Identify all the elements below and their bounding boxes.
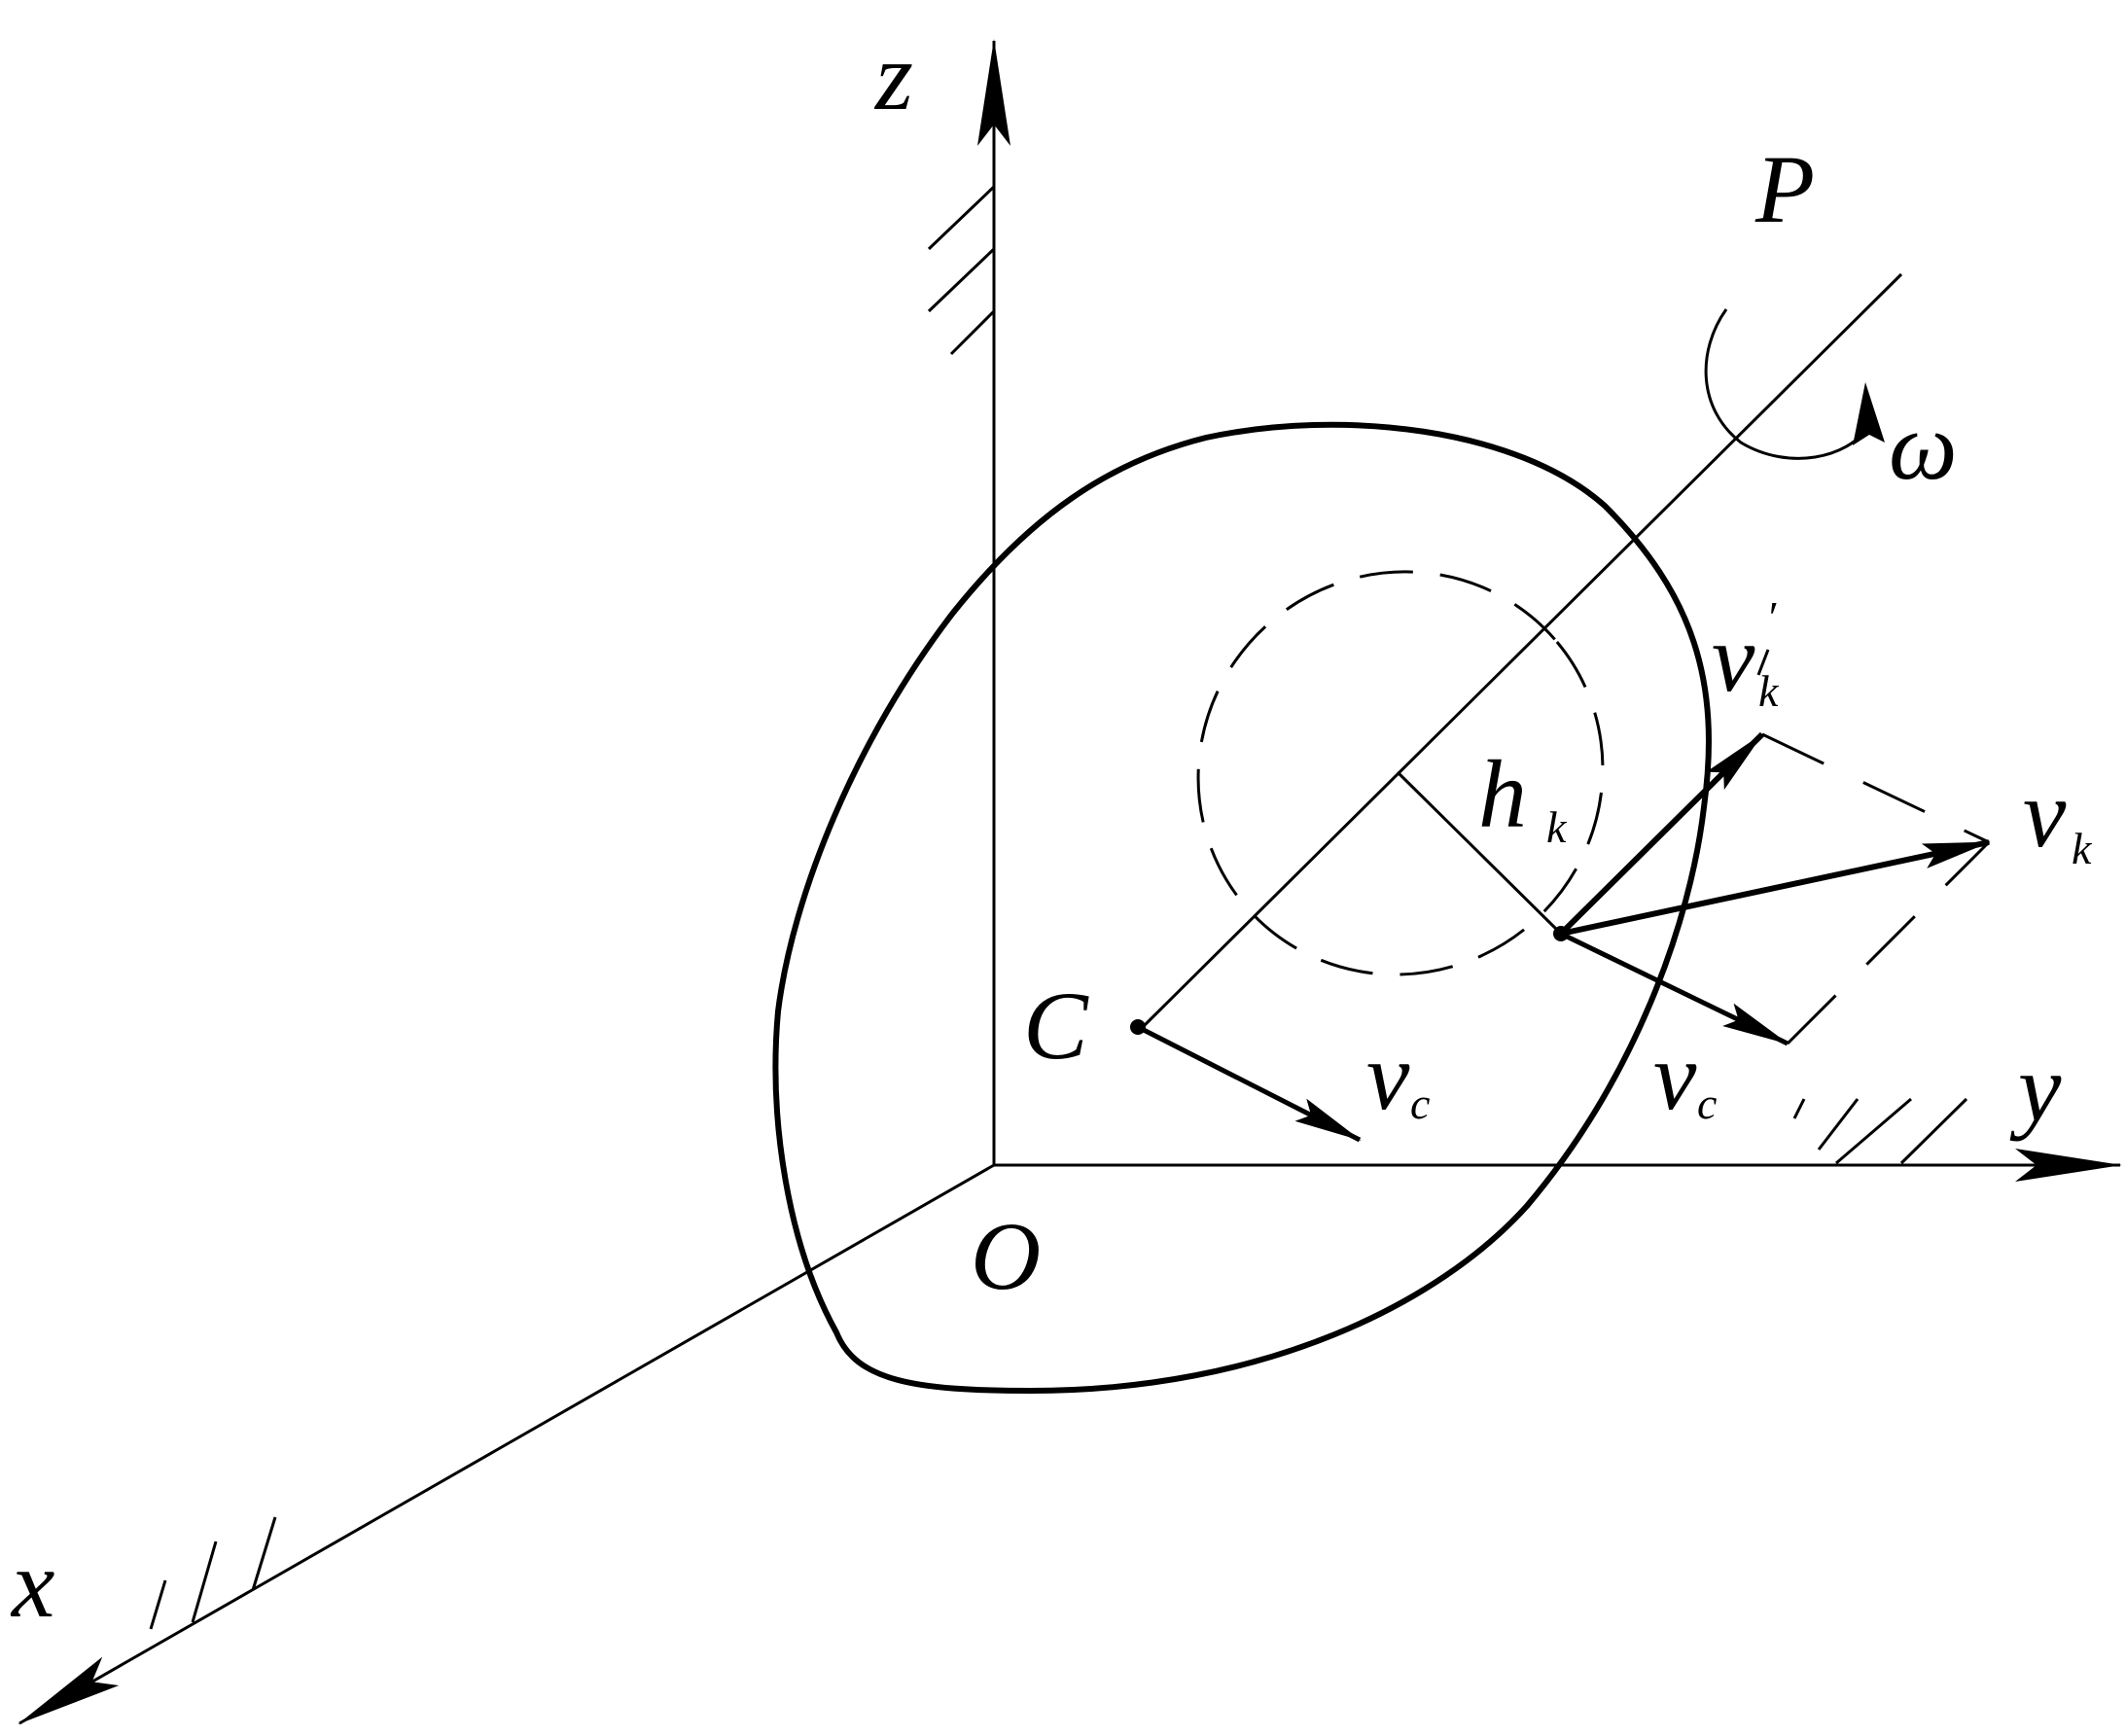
label-y: y — [2009, 1034, 2062, 1142]
dashed-rotation-circle — [1196, 570, 1605, 976]
angular-velocity-arrow — [1704, 308, 1869, 460]
label-hk: h k — [1478, 740, 1568, 852]
z-axis-hatching — [927, 185, 996, 356]
velocity-vk-prime — [1558, 731, 1765, 937]
svg-text:v: v — [1653, 1022, 1697, 1130]
distance-hk-line — [1396, 770, 1563, 936]
label-origin-O: O — [971, 1202, 1041, 1310]
x-axis — [18, 1163, 995, 1725]
svg-text:v: v — [1712, 604, 1755, 712]
svg-text:c: c — [1410, 1079, 1430, 1128]
svg-text:c: c — [1697, 1079, 1717, 1128]
label-vk-prime: v k ′ — [1712, 592, 1780, 716]
parallelogram-construction — [1756, 649, 1991, 1045]
svg-text:v: v — [1366, 1022, 1410, 1130]
rigid-body-outline — [772, 421, 1712, 1395]
angular-velocity-arrowhead — [1853, 382, 1885, 445]
x-axis-hatching — [149, 1516, 277, 1630]
velocity-vc-at-C — [1136, 1024, 1362, 1143]
velocity-vk — [1560, 839, 1991, 937]
rotation-axis-P — [1142, 272, 1903, 1028]
svg-text:v: v — [2023, 760, 2067, 868]
velocity-vc-at-k — [1559, 931, 1789, 1046]
label-z: z — [873, 22, 913, 130]
label-vk: v k — [2023, 760, 2093, 873]
label-x: x — [10, 1530, 54, 1638]
label-P: P — [1754, 135, 1815, 243]
svg-text:k: k — [2072, 824, 2093, 873]
y-axis-hatching — [1792, 1097, 1968, 1165]
label-vc-at-C: v c — [1366, 1022, 1430, 1130]
label-C: C — [1023, 972, 1089, 1080]
svg-text:h: h — [1478, 740, 1527, 848]
svg-text:′: ′ — [1766, 592, 1777, 642]
label-vc-at-k: v c — [1653, 1022, 1717, 1130]
label-omega: ω — [1889, 392, 1958, 500]
svg-text:k: k — [1546, 802, 1568, 852]
svg-text:k: k — [1758, 666, 1780, 716]
